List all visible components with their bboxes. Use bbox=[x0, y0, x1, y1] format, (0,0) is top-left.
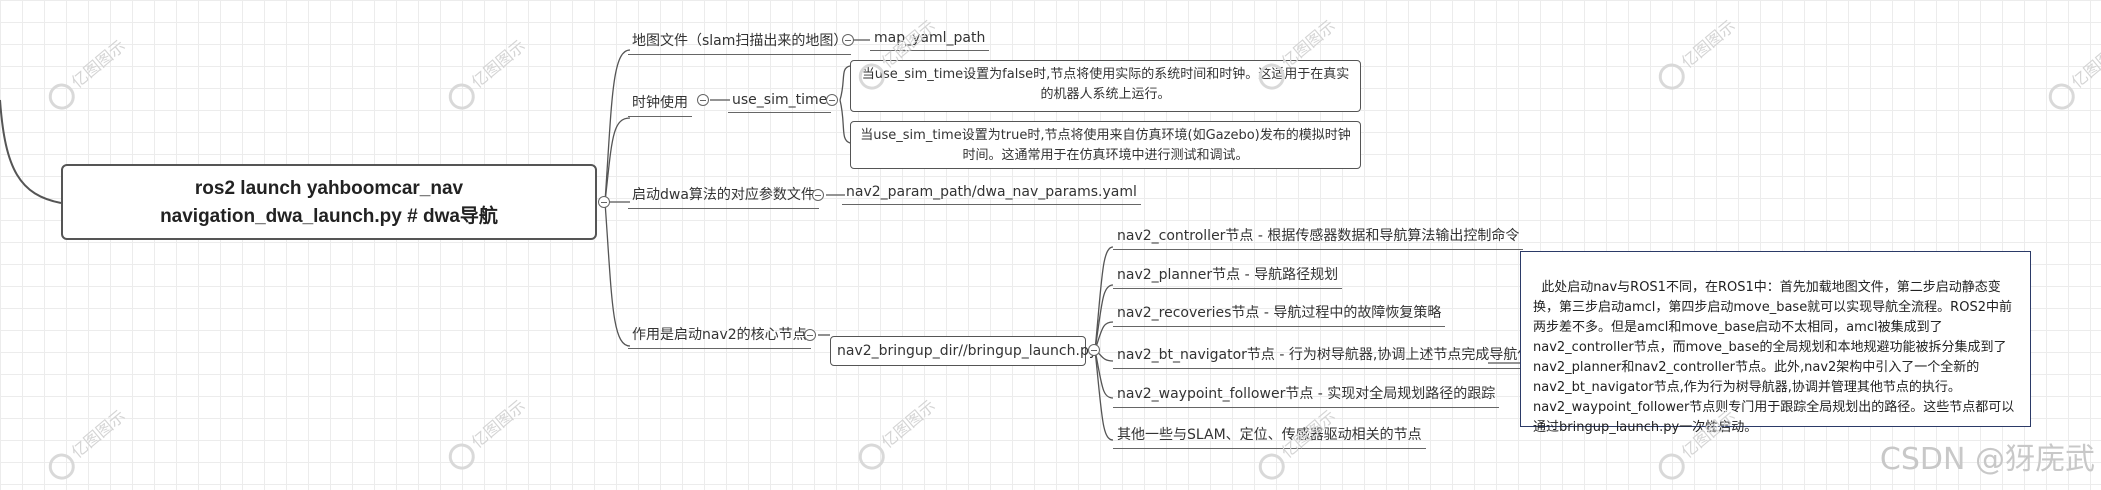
use-sim-time-true-desc[interactable]: 当use_sim_time设置为true时,节点将使用来自仿真环境(如Gazeb… bbox=[850, 121, 1361, 169]
dwa-collapse-icon[interactable] bbox=[812, 189, 824, 201]
nav2-item-controller[interactable]: nav2_controller节点 - 根据传感器数据和导航算法输出控制命令 bbox=[1113, 225, 1524, 250]
edge-root-nav2 bbox=[604, 201, 631, 347]
branch-clock[interactable]: 时钟使用 bbox=[628, 92, 692, 117]
branch-dwa-params[interactable]: 启动dwa算法的对应参数文件 bbox=[628, 184, 819, 209]
clock-collapse-icon[interactable] bbox=[697, 94, 709, 106]
edge-root-map bbox=[604, 49, 631, 203]
edge-clock-false bbox=[839, 65, 851, 101]
edge-top-left bbox=[0, 99, 62, 204]
dwa-param-path[interactable]: nav2_param_path/dwa_nav_params.yaml bbox=[842, 184, 1141, 205]
use-sim-time-collapse-icon[interactable] bbox=[826, 94, 838, 106]
nav2-item-recoveries[interactable]: nav2_recoveries节点 - 导航过程中的故障恢复策略 bbox=[1113, 302, 1446, 327]
map-collapse-icon[interactable] bbox=[842, 34, 854, 46]
map-yaml-path[interactable]: map_yaml_path bbox=[870, 30, 990, 51]
root-line-1: ros2 launch yahboomcar_nav bbox=[194, 178, 464, 199]
edge-nav2-i0 bbox=[1094, 246, 1114, 351]
branch-nav2-core[interactable]: 作用是启动nav2的核心节点 bbox=[628, 324, 811, 349]
edge-root-clock bbox=[604, 117, 631, 203]
edge-nav2-i1 bbox=[1094, 284, 1114, 351]
root-line-2: navigation_dwa_launch.py # dwa导航 bbox=[160, 206, 498, 227]
root-collapse-icon[interactable] bbox=[598, 196, 610, 208]
bringup-collapse-icon[interactable] bbox=[1088, 344, 1100, 356]
nav2-item-bt-navigator[interactable]: nav2_bt_navigator节点 - 行为树导航器,协调上述节点完成导航任… bbox=[1113, 344, 1550, 369]
bringup-launch-file[interactable]: nav2_bringup_dir//bringup_launch.py bbox=[830, 336, 1097, 366]
branch-map-file[interactable]: 地图文件（slam扫描出来的地图） bbox=[628, 30, 852, 55]
root-topic[interactable]: ros2 launch yahboomcar_nav navigation_dw… bbox=[61, 164, 597, 240]
csdn-footer: CSDN @犽庑武 bbox=[1879, 442, 2095, 477]
edge-clock-true bbox=[839, 99, 851, 144]
use-sim-time-false-desc[interactable]: 当use_sim_time设置为false时,节点将使用实际的系统时间和时钟。这… bbox=[850, 60, 1361, 112]
nav2-item-waypoint-follower[interactable]: nav2_waypoint_follower节点 - 实现对全局规划路径的跟踪 bbox=[1113, 383, 1500, 408]
nav2-item-other[interactable]: 其他一些与SLAM、定位、传感器驱动相关的节点 bbox=[1113, 424, 1426, 449]
summary-note[interactable]: 此处启动nav与ROS1不同，在ROS1中：首先加载地图文件，第二步启动静态变换… bbox=[1520, 251, 2031, 435]
use-sim-time[interactable]: use_sim_time bbox=[728, 92, 832, 113]
nav2-item-planner[interactable]: nav2_planner节点 - 导航路径规划 bbox=[1113, 264, 1343, 289]
edge-nav2-i4 bbox=[1094, 349, 1114, 399]
nav2-collapse-icon[interactable] bbox=[804, 329, 816, 341]
edge-nav2-i5 bbox=[1094, 349, 1114, 441]
